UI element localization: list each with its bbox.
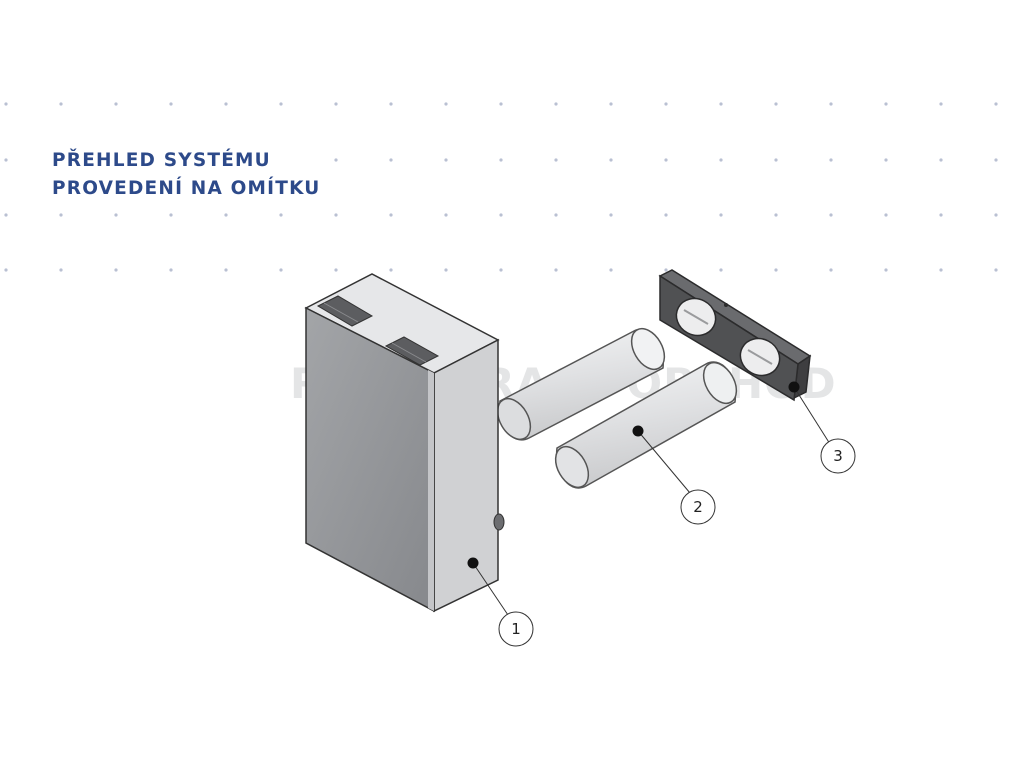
grid-dot <box>169 268 173 272</box>
grid-dot <box>994 158 998 162</box>
grid-dot <box>279 268 283 272</box>
grid-dot <box>829 102 833 106</box>
duct-pipe-upper <box>496 327 666 441</box>
grid-dot <box>994 213 998 217</box>
grid-dot <box>499 158 503 162</box>
grid-dot <box>829 268 833 272</box>
grid-dot <box>609 158 613 162</box>
grid-dot <box>554 268 558 272</box>
grid-dot <box>664 102 668 106</box>
grid-dot <box>444 158 448 162</box>
grid-dot <box>169 102 173 106</box>
grid-dot <box>939 213 943 217</box>
grid-dot <box>719 268 723 272</box>
grid-dot <box>939 158 943 162</box>
grid-dot <box>884 158 888 162</box>
grid-dot <box>334 102 338 106</box>
grid-dot <box>444 102 448 106</box>
grid-dot <box>389 213 393 217</box>
grid-dot <box>774 158 778 162</box>
grid-dot <box>554 158 558 162</box>
grid-dot <box>664 158 668 162</box>
grid-dot <box>609 268 613 272</box>
grid-dot <box>114 213 118 217</box>
grid-dot <box>389 268 393 272</box>
grid-dot <box>279 102 283 106</box>
grid-dot <box>994 102 998 106</box>
grid-dot <box>334 268 338 272</box>
grid-dot <box>279 213 283 217</box>
heading-line-2: PROVEDENÍ NA OMÍTKU <box>52 178 321 199</box>
grid-dot <box>884 213 888 217</box>
grid-dot <box>719 213 723 217</box>
callout-1: 1 <box>467 557 534 647</box>
grid-dot <box>664 268 668 272</box>
grid-dot <box>829 213 833 217</box>
callout-2: 2 <box>632 425 716 525</box>
grid-dot <box>4 158 8 162</box>
grid-dot <box>609 213 613 217</box>
grid-dot <box>114 102 118 106</box>
grid-dot <box>939 268 943 272</box>
grid-dot <box>774 268 778 272</box>
grid-dot <box>4 268 8 272</box>
grid-dot <box>994 268 998 272</box>
grid-dot <box>169 213 173 217</box>
grid-dot <box>444 213 448 217</box>
grid-dot <box>939 102 943 106</box>
grid-dot <box>389 158 393 162</box>
grid-dot <box>774 213 778 217</box>
callout-3-label: 3 <box>833 447 843 465</box>
grid-dot <box>499 268 503 272</box>
grid-dot <box>59 213 63 217</box>
ventilation-unit <box>304 273 505 613</box>
wall-plate <box>658 269 812 402</box>
grid-dot <box>719 158 723 162</box>
callout-3: 3 <box>788 381 856 474</box>
grid-dot <box>389 102 393 106</box>
grid-dot <box>334 158 338 162</box>
grid-dot <box>719 102 723 106</box>
page-heading: PŘEHLED SYSTÉMU PROVEDENÍ NA OMÍTKU <box>52 147 321 203</box>
grid-dot <box>224 268 228 272</box>
grid-dot <box>609 102 613 106</box>
duct-pipe-lower <box>554 361 738 489</box>
grid-dot <box>499 102 503 106</box>
grid-dot <box>114 268 118 272</box>
grid-dot <box>4 213 8 217</box>
grid-dot <box>499 213 503 217</box>
grid-dot <box>59 102 63 106</box>
grid-dot <box>884 268 888 272</box>
grid-dot <box>664 213 668 217</box>
grid-dot <box>224 102 228 106</box>
grid-dot <box>59 268 63 272</box>
callout-1-label: 1 <box>511 620 521 638</box>
heading-line-1: PŘEHLED SYSTÉMU <box>52 150 271 171</box>
grid-dot <box>554 213 558 217</box>
grid-dot <box>884 102 888 106</box>
callout-2-label: 2 <box>693 498 703 516</box>
grid-dot <box>334 213 338 217</box>
grid-dot <box>774 102 778 106</box>
grid-dot <box>554 102 558 106</box>
grid-dot <box>4 102 8 106</box>
grid-dot <box>829 158 833 162</box>
grid-dot <box>444 268 448 272</box>
grid-dot <box>224 213 228 217</box>
